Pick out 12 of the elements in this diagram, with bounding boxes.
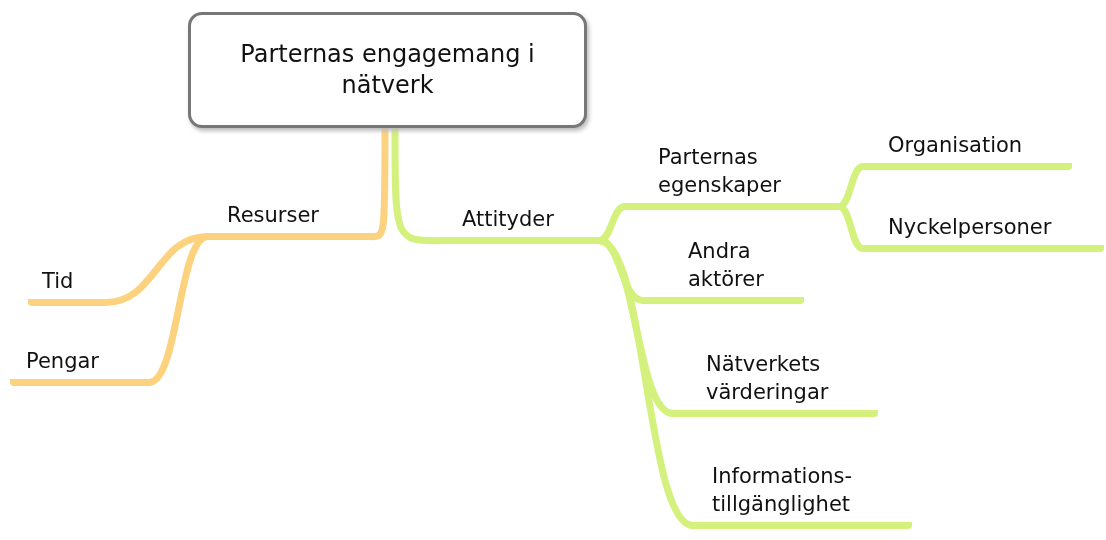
topic-label: Attityder — [462, 205, 554, 233]
topic-label: Nyckelpersoner — [888, 213, 1052, 241]
topic-label: Nätverkets värderingar — [706, 351, 830, 406]
topic-label: Tid — [42, 267, 74, 295]
topic-label: Resurser — [227, 201, 319, 229]
topic-label: Informations- tillgänglighet — [712, 463, 854, 518]
topic-label: Organisation — [888, 131, 1023, 159]
topic-label: Parternas engagemang i nätverk — [239, 38, 536, 101]
topic-label: Parternas egenskaper — [658, 144, 782, 199]
topic-box — [188, 12, 587, 128]
topic-label: Andra aktörer — [688, 238, 765, 293]
topic-label: Pengar — [26, 347, 99, 375]
